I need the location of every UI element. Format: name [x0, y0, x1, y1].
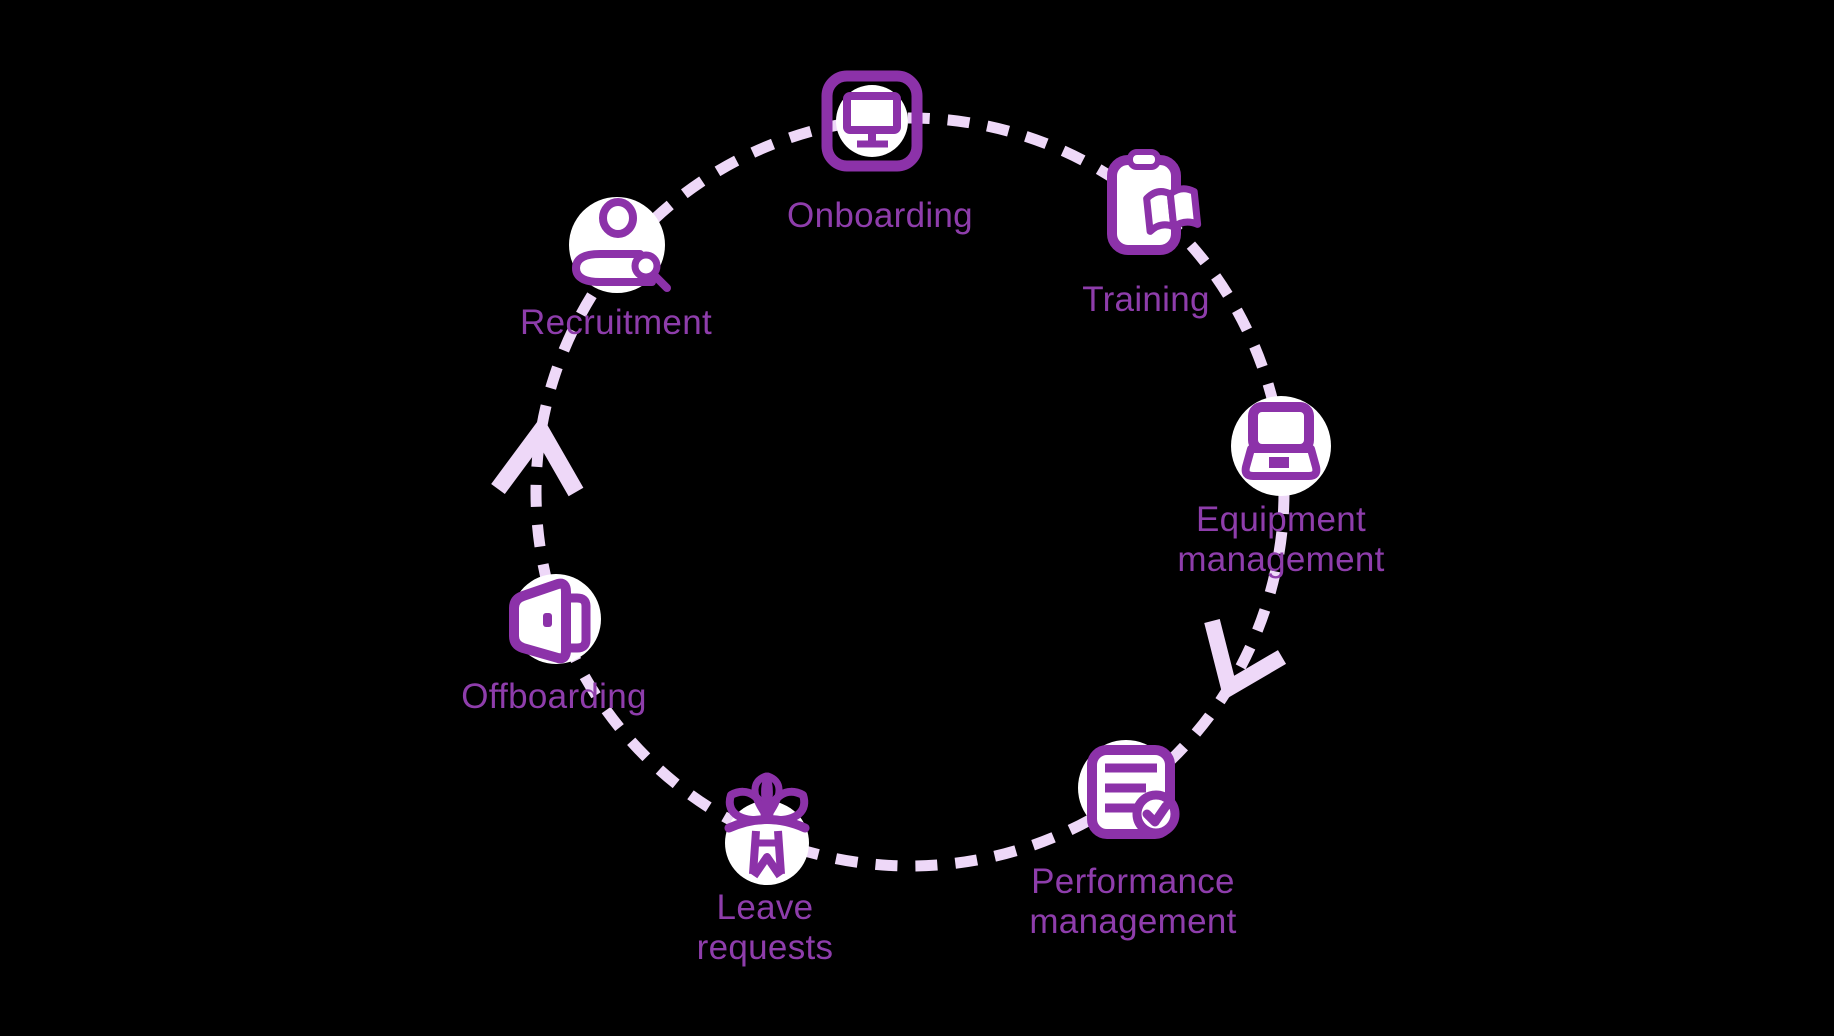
document-check-icon [1087, 745, 1180, 839]
arrow-down-icon [1204, 619, 1287, 701]
node-leave-requests [724, 772, 810, 885]
label-line: Performance [1031, 862, 1235, 901]
node-recruitment [569, 197, 671, 293]
person-search-icon [571, 198, 671, 292]
node-performance-management [1078, 740, 1180, 839]
node-offboarding [509, 574, 601, 664]
open-door-icon [509, 578, 591, 664]
node-equipment-management [1231, 396, 1331, 496]
label-line: management [1029, 902, 1237, 941]
label-line: Equipment [1195, 500, 1367, 539]
label-line: management [1177, 540, 1385, 579]
label-equipment-management: Equipment management [1177, 500, 1384, 580]
label-offboarding: Offboarding [461, 677, 647, 717]
label-line: Training [1082, 280, 1210, 319]
label-onboarding: Onboarding [787, 196, 973, 236]
palm-tree-icon [724, 772, 810, 879]
label-line: Onboarding [787, 196, 973, 235]
label-line: Leave [716, 888, 814, 927]
monitor-icon [821, 70, 923, 172]
node-onboarding [821, 70, 923, 172]
label-line: Offboarding [461, 677, 647, 716]
node-training [1107, 149, 1202, 255]
label-line: requests [696, 928, 834, 967]
laptop-icon [1241, 402, 1321, 480]
label-line: Recruitment [520, 303, 712, 342]
clipboard-book-icon [1107, 149, 1202, 255]
label-training: Training [1082, 280, 1210, 320]
label-performance-management: Performance management [1029, 862, 1236, 942]
arrow-up-icon [491, 415, 584, 497]
label-recruitment: Recruitment [520, 303, 712, 343]
label-leave-requests: Leave requests [697, 888, 834, 968]
